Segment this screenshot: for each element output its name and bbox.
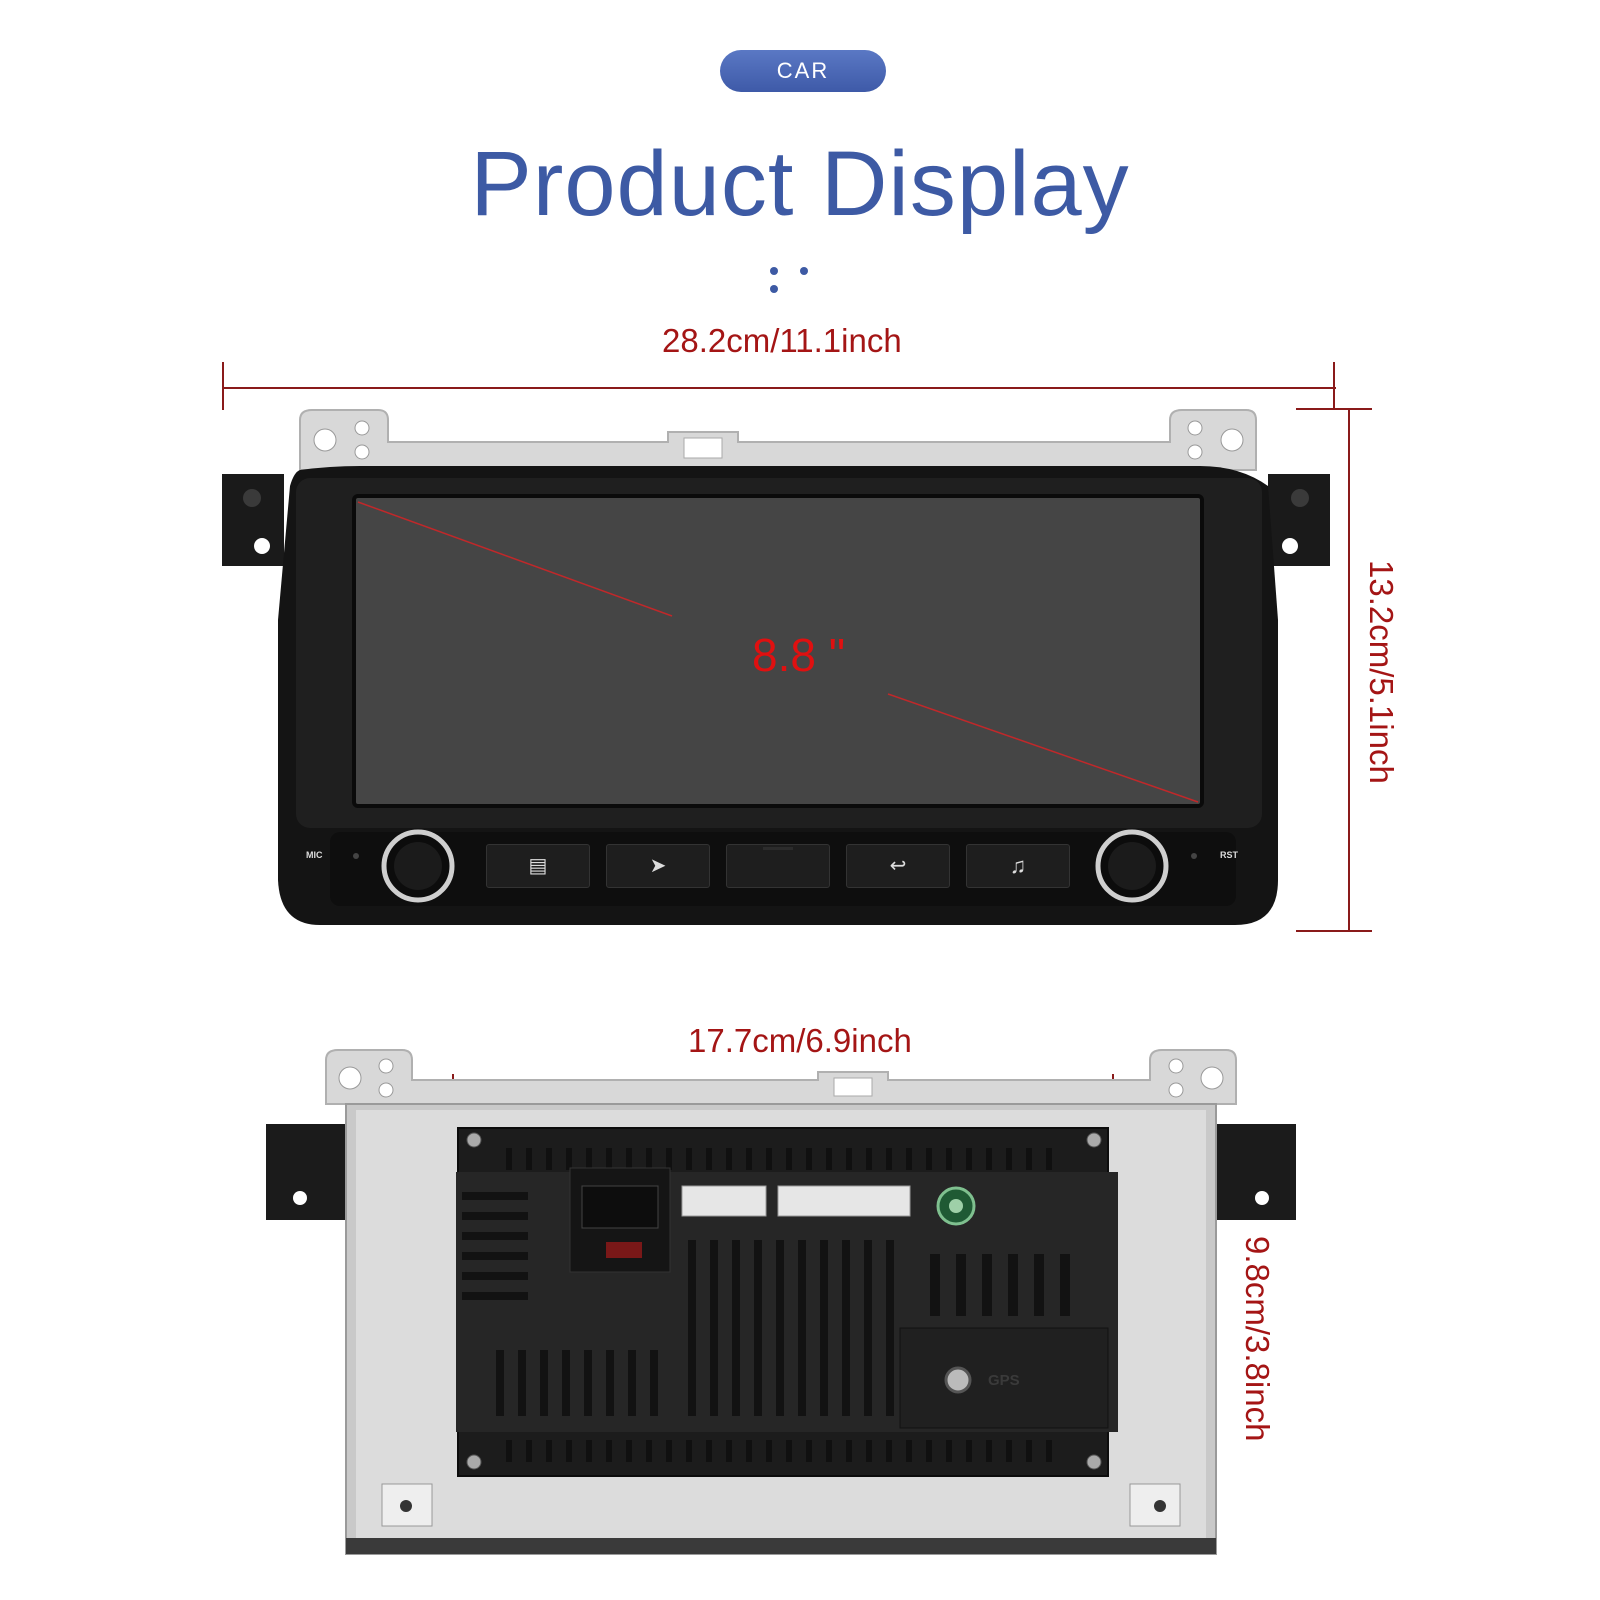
screen-size-label: 8.8 " — [752, 629, 846, 681]
mic-label: MIC — [306, 850, 323, 860]
menu-icon: ▤ — [528, 855, 548, 877]
navigation-button[interactable]: ➤ — [606, 844, 710, 888]
page-title: Product Display — [470, 133, 1130, 235]
back-arrow-icon: ↩ — [889, 855, 907, 877]
menu-button[interactable]: ▤ — [486, 844, 590, 888]
front-width-line — [222, 387, 1336, 389]
front-width-label: 28.2cm/11.1inch — [662, 322, 902, 359]
front-height-tick-top — [1296, 408, 1372, 410]
category-badge: CAR — [720, 50, 886, 92]
back-width-label: 17.7cm/6.9inch — [688, 1022, 912, 1059]
rst-label: RST — [1220, 850, 1238, 860]
home-button[interactable] — [726, 844, 830, 888]
gps-port-label: GPS — [988, 1372, 1020, 1389]
music-button[interactable]: ♫ — [966, 844, 1070, 888]
home-icon — [763, 847, 793, 850]
front-height-tick-bottom — [1296, 930, 1372, 932]
decorative-dots — [770, 262, 850, 293]
music-note-icon: ♫ — [1009, 853, 1027, 878]
front-height-line — [1348, 408, 1350, 932]
navigation-arrow-icon: ➤ — [649, 855, 667, 877]
back-button[interactable]: ↩ — [846, 844, 950, 888]
front-width-tick-right — [1333, 362, 1335, 410]
front-width-tick-left — [222, 362, 224, 410]
